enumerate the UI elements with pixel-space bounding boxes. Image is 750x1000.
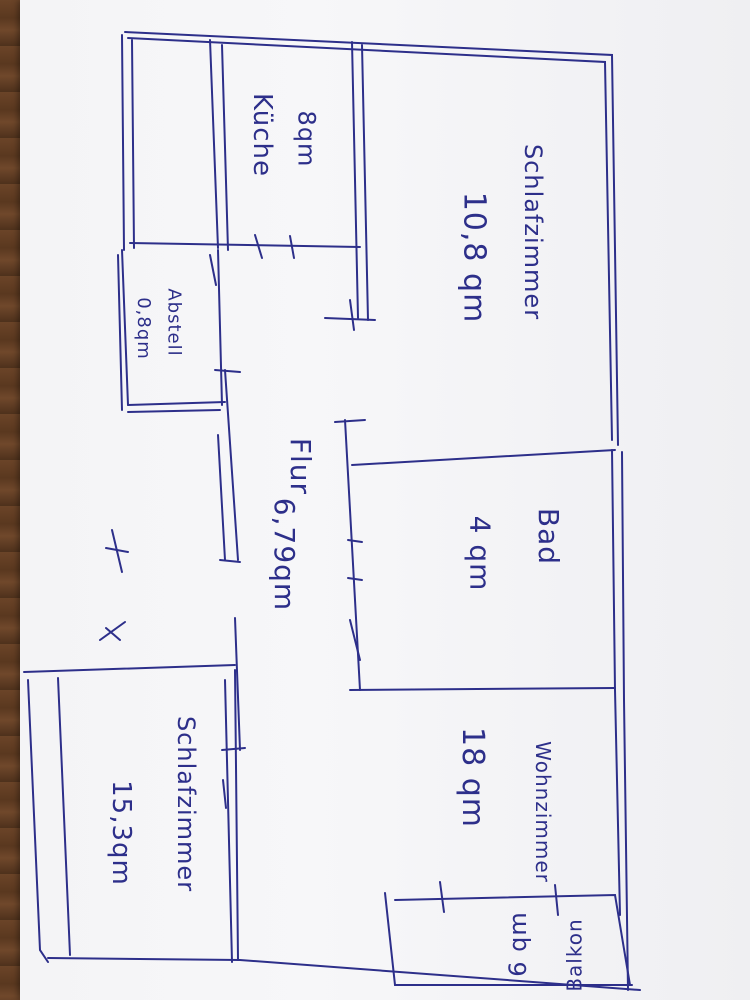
bathroom-area: 4 qm — [463, 515, 497, 592]
outer-walls — [23, 31, 641, 991]
bedroom-1-name: Schlafzimmer — [519, 143, 548, 321]
living-room-name: Wohnzimmer — [530, 741, 555, 883]
bedroom-1-area: 10,8 qm — [456, 191, 492, 324]
bathroom-name: Bad — [532, 507, 566, 566]
bedroom-2-name: Schlafzimmer — [172, 715, 201, 893]
bathroom-walls — [334, 419, 616, 691]
hallway-area: 6,79qm — [268, 497, 302, 612]
balcony-area: 6 qm — [503, 911, 532, 977]
storage-name: Abstell — [163, 288, 185, 357]
kitchen-name: Küche — [247, 92, 278, 178]
storage-walls — [117, 249, 226, 413]
storage-area: 0,8qm — [132, 297, 154, 360]
balcony-walls — [384, 881, 633, 986]
living-room-area: 18 qm — [454, 727, 490, 828]
balcony-name: Balkon — [562, 918, 587, 992]
door-markers — [209, 234, 355, 809]
hallway-walls — [214, 369, 246, 963]
entrance-marks — [99, 529, 129, 641]
kitchen-area: 8qm — [292, 110, 321, 168]
bedroom-2-area: 15,3qm — [105, 780, 136, 886]
kitchen-walls — [129, 39, 376, 321]
hallway-name: Flur — [284, 437, 318, 496]
paper-sheet — [20, 0, 750, 1000]
